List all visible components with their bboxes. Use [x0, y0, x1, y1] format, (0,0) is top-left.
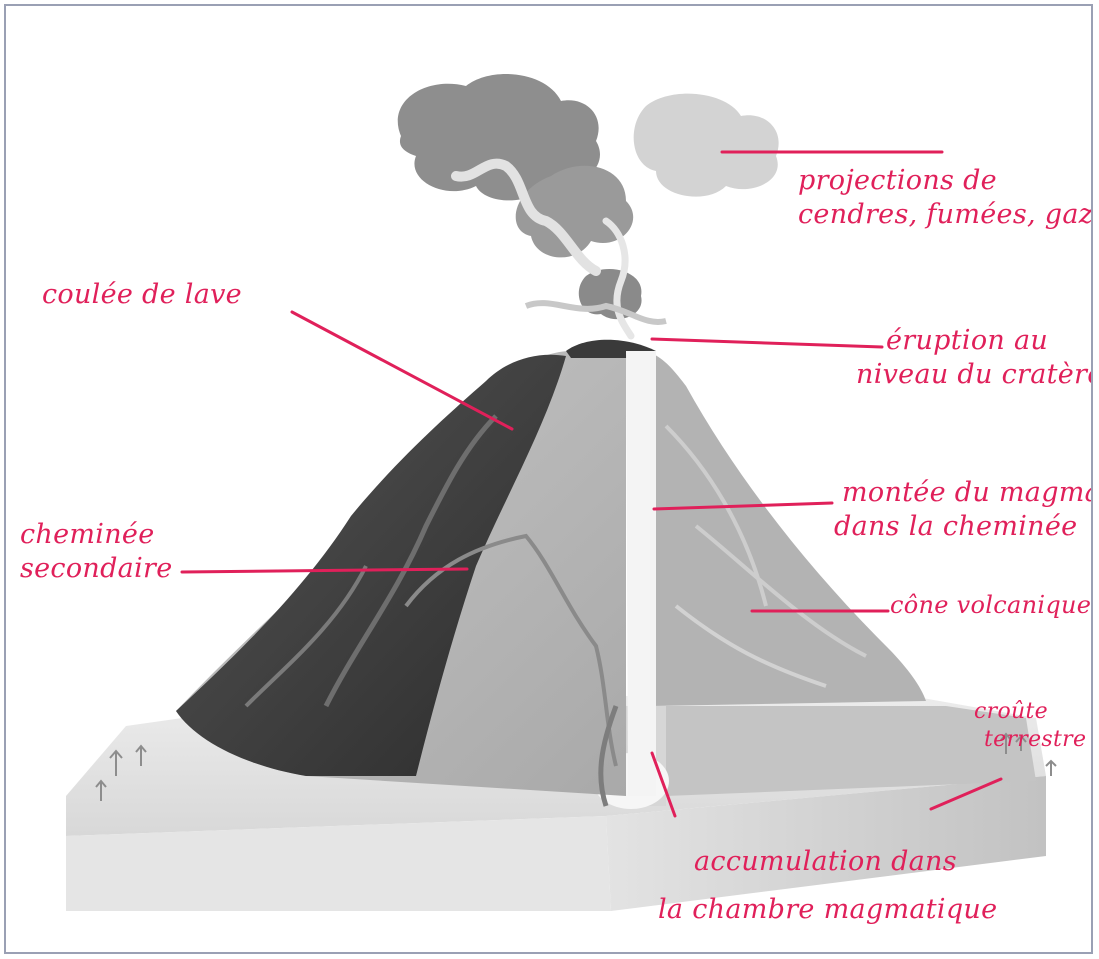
label-montee-line1: montée du magma	[842, 477, 1093, 508]
label-projections: projections de cendres, fumées, gaz .	[798, 164, 1093, 232]
label-cone-volcanique: cône volcanique	[890, 588, 1091, 622]
label-coulee-de-lave: coulée de lave	[42, 278, 242, 312]
volcanic-cone	[176, 339, 926, 807]
label-projections-line1: projections de	[798, 165, 997, 196]
label-projections-line2: cendres, fumées, gaz .	[798, 199, 1093, 230]
label-chambre-magmatique: accumulation dans la chambre magmatique	[658, 838, 997, 934]
label-montee-du-magma: montée du magma dans la cheminée	[834, 476, 1093, 544]
trees	[95, 732, 1057, 801]
label-cheminee-secondaire: cheminée secondaire	[20, 518, 173, 586]
label-coulee-line1: coulée de lave	[42, 279, 242, 310]
label-croute-line2: terrestre	[984, 727, 1087, 752]
ash-cloud	[397, 74, 779, 340]
label-eruption-line1: éruption au	[886, 325, 1049, 356]
label-cheminee-line2: secondaire	[20, 553, 173, 584]
diagram-frame: projections de cendres, fumées, gaz . co…	[4, 4, 1093, 954]
volcano-illustration	[66, 74, 1057, 911]
label-eruption-line2: niveau du cratère	[856, 359, 1093, 390]
label-montee-line2: dans la cheminée	[834, 511, 1078, 542]
label-cheminee-line1: cheminée	[20, 519, 155, 550]
label-chambre-line2: la chambre magmatique	[658, 894, 998, 925]
label-eruption: éruption au niveau du cratère	[856, 324, 1093, 392]
label-chambre-line1: accumulation dans	[694, 846, 957, 877]
annotation-lines	[180, 150, 1003, 818]
label-cone-line1: cône volcanique	[890, 591, 1092, 619]
label-croute-line1: croûte	[974, 699, 1048, 724]
label-croute-terrestre: croûte terrestre	[974, 698, 1086, 754]
